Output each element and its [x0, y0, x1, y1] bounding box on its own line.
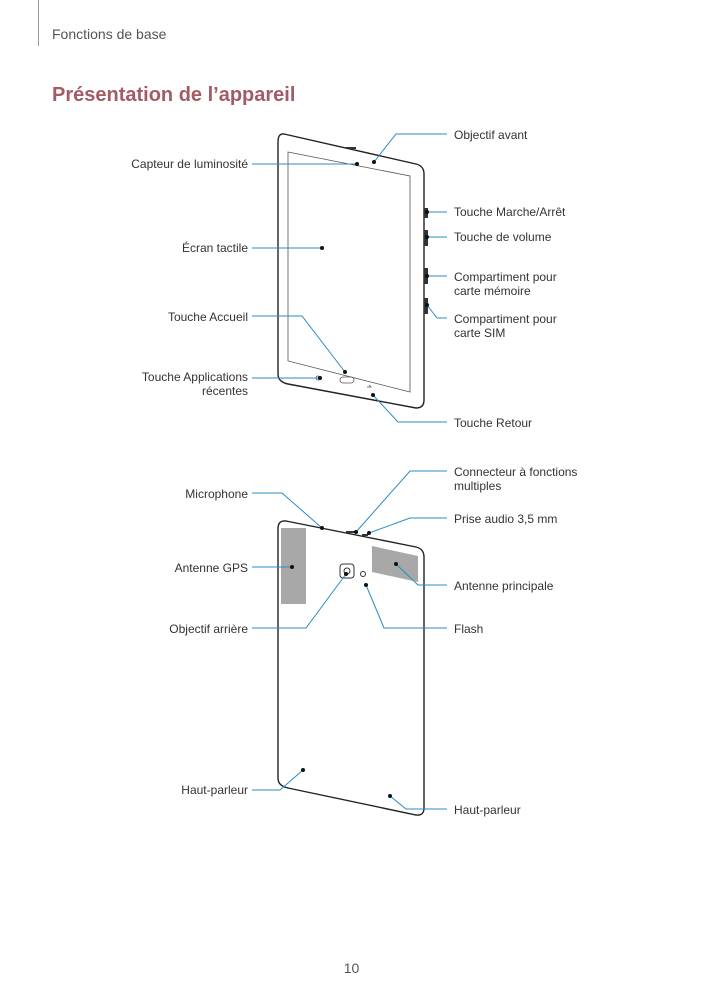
label-line: carte mémoire [454, 284, 531, 298]
label-touche-retour: Touche Retour [454, 416, 533, 430]
label-microphone: Microphone [185, 487, 248, 501]
label-touche-accueil: Touche Accueil [167, 310, 248, 324]
label-compartiment-memoire: Compartiment pour carte mémoire [454, 270, 557, 298]
label-line: Connecteur à fonctions [454, 465, 578, 479]
page-number: 10 [343, 960, 360, 976]
label-antenne-principale: Antenne principale [454, 579, 554, 593]
label-prise-audio: Prise audio 3,5 mm [454, 512, 558, 526]
label-antenne-gps: Antenne GPS [174, 561, 248, 575]
back-tablet [277, 520, 425, 816]
label-line: Compartiment pour [454, 270, 557, 284]
label-line: multiples [454, 479, 502, 493]
label-touche-applications: Touche Applications récentes [142, 370, 248, 398]
front-leader-lines [252, 133, 447, 423]
label-line: Compartiment pour [454, 312, 557, 326]
label-ecran-tactile: Écran tactile [181, 241, 248, 255]
page-title: Présentation de l’appareil [52, 84, 296, 106]
label-haut-parleur-right: Haut-parleur [454, 803, 521, 817]
label-touche-marche: Touche Marche/Arrêt [454, 205, 566, 219]
label-objectif-arriere: Objectif arrière [169, 622, 248, 636]
label-line: Touche Applications [141, 370, 248, 384]
label-line: récentes [201, 384, 248, 398]
label-compartiment-sim: Compartiment pour carte SIM [454, 312, 557, 340]
section-name: Fonctions de base [52, 26, 167, 42]
label-connecteur: Connecteur à fonctions multiples [454, 465, 577, 493]
label-haut-parleur-left: Haut-parleur [181, 783, 248, 797]
back-leader-lines [252, 470, 447, 810]
label-flash: Flash [454, 622, 484, 636]
header-rule [38, 0, 39, 46]
front-tablet [277, 133, 428, 409]
label-touche-volume: Touche de volume [454, 230, 552, 244]
label-line: carte SIM [454, 326, 506, 340]
label-objectif-avant: Objectif avant [454, 128, 528, 142]
label-capteur-luminosite: Capteur de luminosité [131, 157, 248, 171]
